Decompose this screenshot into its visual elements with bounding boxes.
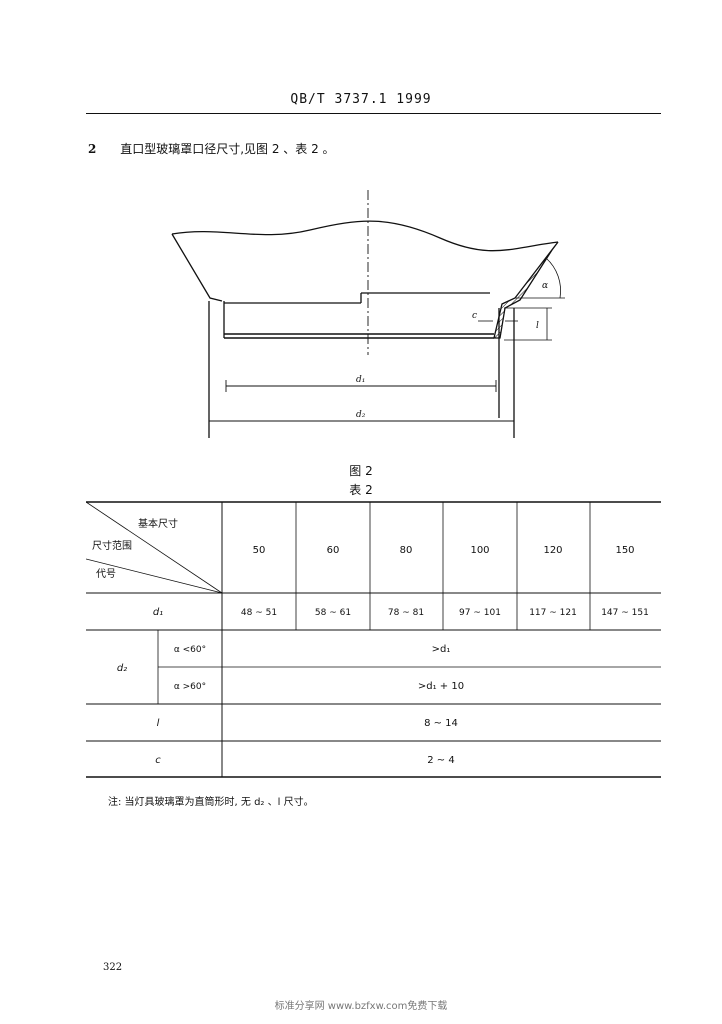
basic-size: 150 [615,545,634,556]
basic-size: 120 [543,545,562,556]
d1-value: 97 ~ 101 [459,608,501,618]
clause-2: 2 直口型玻璃罩口径尺寸,见图 2 、表 2 。 [88,140,335,157]
label-d1: d₁ [356,375,365,385]
table-note: 注: 当灯具玻璃罩为直筒形时, 无 d₂ 、l 尺寸。 [108,797,314,808]
figure-2-drawing: α c l d₁ d₂ [171,190,565,438]
row-label-c: c [155,755,161,766]
page-number: 322 [103,962,123,973]
d2-value-gt60: >d₁ + 10 [418,681,464,692]
clause-text: 直口型玻璃罩口径尺寸,见图 2 、表 2 。 [120,142,335,156]
l-value: 8 ~ 14 [424,718,458,729]
shade-top-edge [171,220,559,252]
table-caption: 表 2 [349,483,373,497]
d1-value: 117 ~ 121 [529,608,577,618]
label-d2: d₂ [356,410,366,420]
d2-condition-lt60: α <60° [174,645,206,655]
row-label-l: l [157,718,160,729]
basic-size: 100 [470,545,489,556]
standard-header: QB/T 3737.1 1999 [290,92,432,107]
row-label-d2: d₂ [117,663,127,674]
d2-condition-gt60: α >60° [174,682,206,692]
corner-code: 代号 [96,568,116,580]
c-value: 2 ~ 4 [427,755,454,766]
d1-value: 78 ~ 81 [388,608,424,618]
glass-wall-right [493,241,559,339]
basic-size: 50 [253,545,266,556]
corner-basic-size: 基本尺寸 [138,517,178,530]
d1-value: 58 ~ 61 [315,608,351,618]
table-2: 基本尺寸 尺寸范围 代号 50 60 80 100 120 150 d₁ 48 … [86,501,661,778]
clause-number: 2 [88,142,97,156]
d1-value: 48 ~ 51 [241,608,277,618]
label-alpha: α [542,281,548,291]
corner-size-range: 尺寸范围 [92,539,132,552]
label-c: c [472,311,477,321]
footer-watermark: 标准分享网 www.bzfxw.com免费下载 [274,1001,448,1012]
d2-value-lt60: >d₁ [432,644,451,655]
basic-size: 60 [327,545,340,556]
figure-caption: 图 2 [349,464,373,478]
header-rule [86,113,661,114]
row-label-d1: d₁ [153,607,163,618]
d1-value: 147 ~ 151 [601,608,649,618]
shade-left-side [171,233,223,302]
basic-size: 80 [400,545,413,556]
label-l: l [536,321,539,331]
